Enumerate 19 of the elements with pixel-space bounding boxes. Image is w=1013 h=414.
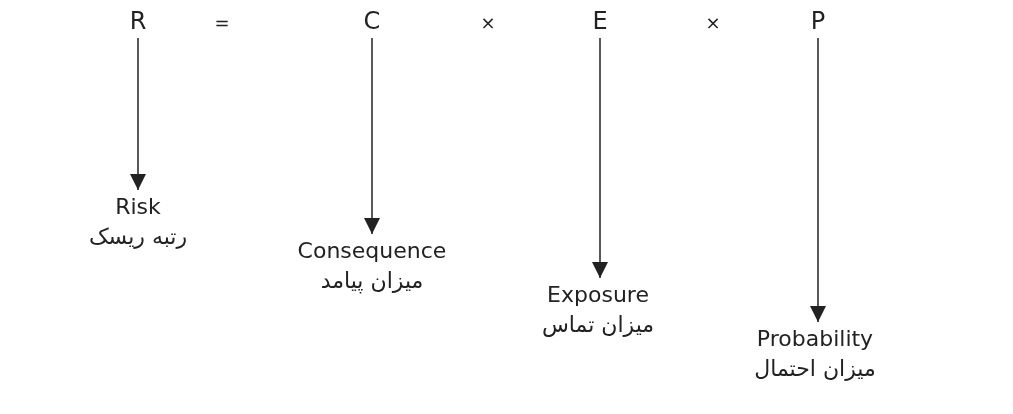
- operator-sign: ×: [705, 11, 721, 35]
- term-name: Consequence: [297, 237, 447, 265]
- arrow: [130, 37, 146, 191]
- term-name: Probability: [755, 325, 875, 353]
- formula-symbol: C: [363, 6, 381, 36]
- arrow: [592, 37, 608, 279]
- term-name: Risk: [114, 193, 162, 221]
- arrow: [810, 37, 826, 323]
- arrow: [364, 37, 380, 235]
- term-name: Exposure: [546, 281, 650, 309]
- term-translation: میزان احتمال: [754, 355, 876, 383]
- formula-symbol: P: [810, 6, 826, 36]
- formula-symbol: E: [592, 6, 608, 36]
- term-translation: رتبه ریسک: [88, 223, 188, 251]
- operator-sign: =: [214, 11, 230, 35]
- term-translation: میزان تماس: [541, 311, 655, 339]
- term-translation: میزان پیامد: [319, 267, 425, 296]
- operator-sign: ×: [480, 11, 496, 35]
- formula-symbol: R: [129, 6, 147, 36]
